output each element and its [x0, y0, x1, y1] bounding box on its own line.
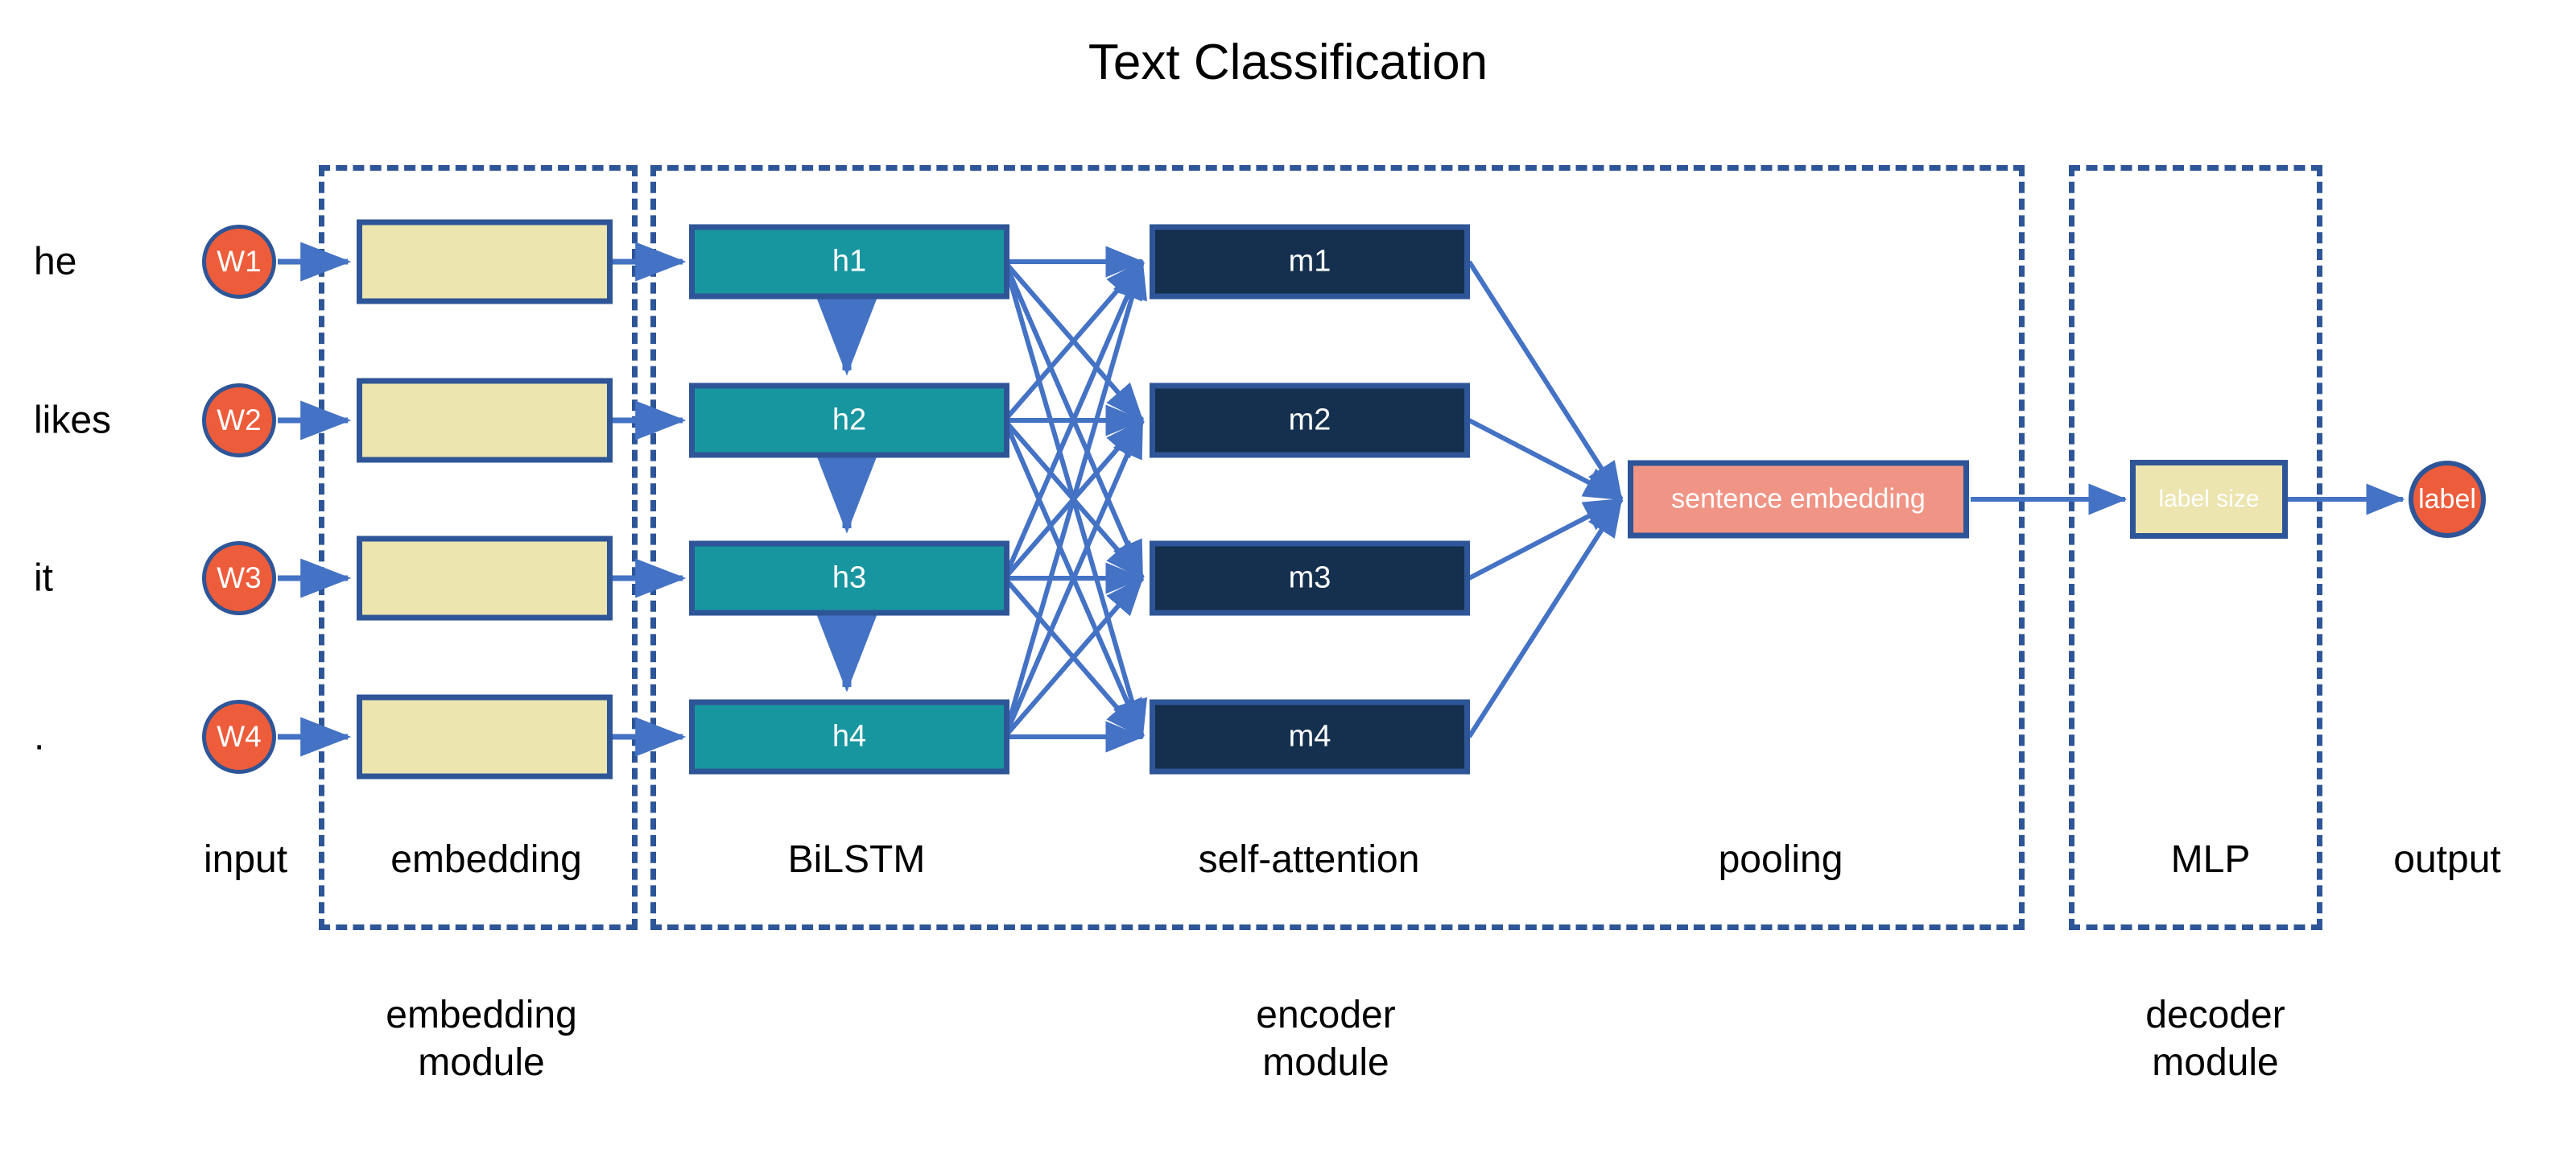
token-circle-w1-label: W1: [217, 245, 262, 278]
attention-box-m1-label: m1: [1288, 244, 1331, 279]
attention-box-m2-label: m2: [1288, 403, 1331, 437]
output-label-circle[interactable]: label: [2409, 461, 2486, 538]
pooling-sentence-embedding-label: sentence embedding: [1671, 483, 1926, 515]
caption-encoder-module: encoder module: [1256, 994, 1396, 1084]
bilstm-box-h1-label: h1: [832, 244, 867, 279]
input-word-4: .: [34, 715, 45, 759]
caption-decoder-module: decoder module: [2145, 994, 2285, 1084]
input-word-2: likes: [34, 399, 112, 442]
pooling-sentence-embedding-box[interactable]: sentence embedding: [1628, 460, 1969, 539]
bilstm-box-h1[interactable]: h1: [689, 224, 1009, 300]
embedding-box-2[interactable]: [357, 378, 613, 463]
stage-label-bilstm: BiLSTM: [787, 838, 926, 881]
bilstm-box-h4-label: h4: [832, 719, 867, 754]
page-title: Text Classification: [1088, 35, 1488, 90]
decoder-module-container: [2069, 165, 2322, 930]
token-circle-w2-label: W2: [217, 403, 262, 436]
attention-box-m1[interactable]: m1: [1150, 224, 1470, 300]
bilstm-box-h2-label: h2: [832, 403, 867, 437]
stage-label-mlp: MLP: [2170, 838, 2251, 881]
stage-label-pooling: pooling: [1718, 838, 1843, 881]
input-word-1: he: [34, 240, 77, 283]
attention-box-m3-label: m3: [1288, 560, 1331, 595]
stage-label-embedding: embedding: [390, 838, 582, 881]
attention-box-m3[interactable]: m3: [1150, 540, 1470, 616]
token-circle-w1[interactable]: W1: [202, 225, 276, 299]
embedding-box-3[interactable]: [357, 536, 613, 621]
input-word-3: it: [34, 556, 53, 600]
token-circle-w3[interactable]: W3: [202, 541, 276, 615]
mlp-label-size-box[interactable]: label size: [2130, 460, 2288, 539]
attention-box-m4-label: m4: [1288, 719, 1331, 754]
token-circle-w2[interactable]: W2: [202, 383, 276, 457]
bilstm-box-h3-label: h3: [832, 560, 867, 595]
attention-box-m2[interactable]: m2: [1150, 383, 1470, 458]
embedding-box-4[interactable]: [357, 694, 613, 780]
caption-embedding-module: embedding module: [386, 994, 577, 1084]
token-circle-w3-label: W3: [217, 561, 262, 594]
stage-label-self-attention: self-attention: [1198, 838, 1420, 881]
stage-label-output: output: [2393, 838, 2501, 881]
token-circle-w4[interactable]: W4: [202, 700, 276, 774]
mlp-label-size-label: label size: [2158, 486, 2260, 512]
bilstm-box-h2[interactable]: h2: [689, 383, 1009, 458]
stage-label-input: input: [203, 838, 288, 881]
bilstm-box-h3[interactable]: h3: [689, 540, 1009, 616]
token-circle-w4-label: W4: [217, 720, 262, 753]
bilstm-box-h4[interactable]: h4: [689, 699, 1009, 775]
attention-box-m4[interactable]: m4: [1150, 699, 1470, 775]
embedding-box-1[interactable]: [357, 219, 613, 304]
encoder-module-container: [650, 165, 2025, 930]
embedding-module-container: [319, 165, 638, 930]
output-label-circle-text: label: [2418, 483, 2476, 515]
